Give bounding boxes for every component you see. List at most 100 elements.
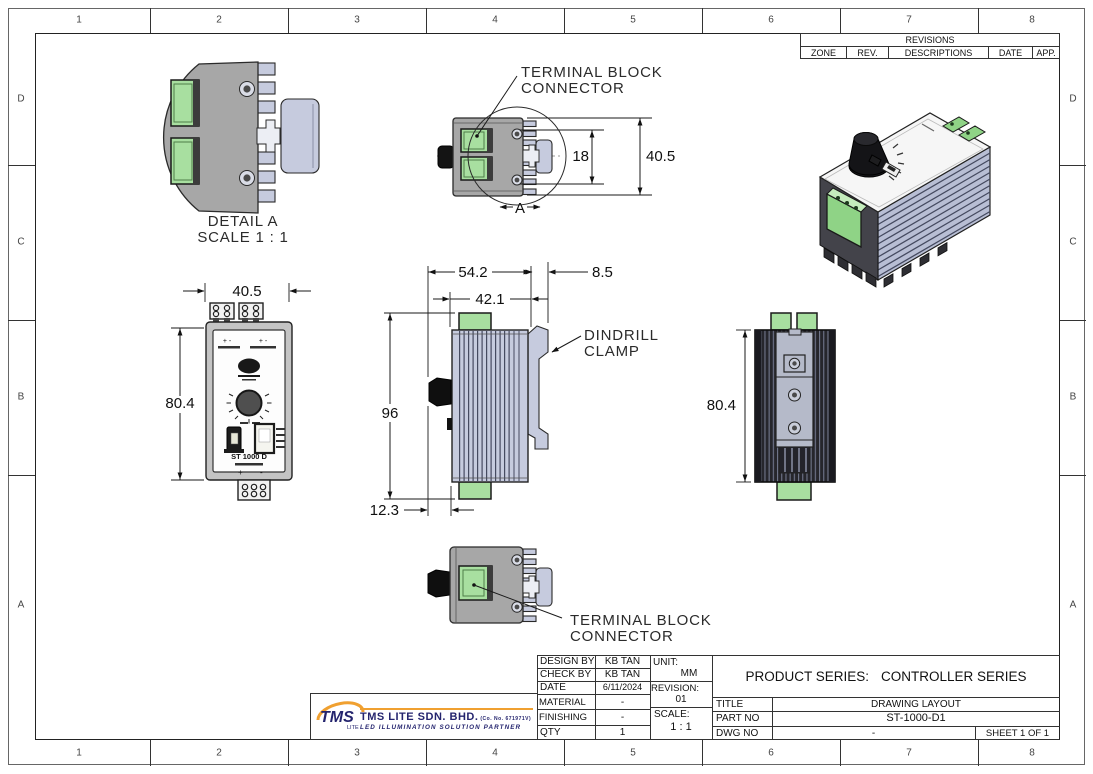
terminal-block [770,312,792,331]
zone-tick [564,740,565,766]
terminal-socket [966,131,970,135]
leader-line [551,335,582,353]
terminal-block-top [826,187,868,213]
check-by-value: KB TAN [604,669,641,680]
zone-label-top: 1 [76,14,82,26]
fin-tooth [522,615,537,623]
terminal-block-shadow [193,138,199,184]
fin-tooth [522,605,537,613]
terminal-holes [241,483,267,498]
mounting-tab [837,255,849,272]
bottom-view: TERMINAL BLOCK CONNECTOR [427,546,711,645]
panel-label [276,428,285,430]
heatsink-edge [829,330,835,482]
logo-swoosh [316,701,365,721]
dim-18: 18 [572,148,589,165]
check-by-label: CHECK BY [540,669,592,680]
zone-label-bottom: 8 [1029,747,1035,759]
unit-label: UNIT: [653,657,678,668]
zone-label-left: C [17,236,25,248]
scale-label: SCALE: [654,709,690,720]
top-panel [818,112,992,213]
company-name-row: TMS LITE SDN. BHD.(Co. No. 671971V) [360,711,531,723]
fin-tooth [522,567,537,575]
din-clamp [280,98,320,174]
dim-40-5-front: 40.5 [232,283,261,300]
terminal-block-shadow [487,157,492,180]
clamp-cross-slot [522,144,540,168]
revisions-title: REVISIONS [801,34,1059,47]
revision-value: 01 [675,694,687,705]
fin-tooth [522,548,537,556]
revisions-col-date: DATE [989,47,1033,59]
terminal-block-inner [463,159,485,178]
zone-tick [426,8,427,33]
terminal-socket [845,201,849,205]
terminal-block-inner [173,83,193,123]
fin-tooth [522,558,537,566]
terminal-holes [212,304,260,318]
detail-a-scale: SCALE 1 : 1 [197,229,288,246]
zone-tick [150,740,151,766]
knob [235,389,263,417]
top-panel-inner [824,118,984,208]
terminal-block-shadow [193,80,199,126]
zone-tick [1060,475,1086,476]
zone-label-top: 8 [1029,14,1035,26]
zone-label-right: A [1069,599,1077,611]
terminal-pin [213,318,219,323]
clamp-feature [783,354,806,373]
side-nub [447,418,452,430]
finishing-value: - [620,712,625,723]
slide-switch-inner [258,428,271,443]
part-no-value: ST-1000-D1 [886,712,946,724]
finishing-label: FINISHING [539,712,588,723]
leader-line [476,75,518,137]
mounting-tab [883,273,894,288]
brand-logo-underline [238,375,260,377]
design-by-label: DESIGN BY [540,656,595,667]
logo-brand: TMS [320,709,354,726]
terminal-pin [224,318,230,323]
model-label: ST 1000 D [231,452,267,461]
terminal-block [458,312,492,331]
qty-label: QTY [540,727,561,738]
fin-tooth [256,170,276,184]
screw-center [514,131,520,137]
panel-label [250,346,276,349]
company-tagline: LED ILLUMINATION SOLUTION PARTNER [360,724,522,731]
zone-tick [8,320,35,321]
dim-40-5-top: 40.5 [646,148,675,165]
clamp-lower [778,446,811,474]
dim-96: 96 [382,405,399,422]
dindrill-clamp-callout: CLAMP [584,343,640,360]
knob [427,569,451,598]
knob [437,145,455,169]
rear-view: 80.4 [707,312,836,501]
sheet-number: SHEET 1 OF 1 [985,728,1050,739]
revisions-table: REVISIONS ZONE REV. DESCRIPTIONS DATE AP… [800,33,1060,59]
part-no-label: PART NO [716,713,760,724]
detail-a-view: DETAIL A SCALE 1 : 1 [163,61,320,246]
panel-label [276,446,285,448]
dim-80-4-rear: 80.4 [707,397,736,414]
zone-tick [8,165,35,166]
zone-label-bottom: 5 [630,747,636,759]
company-name: TMS LITE SDN. BHD. [360,711,479,723]
terminal-block [796,312,818,331]
zone-label-top: 4 [492,14,498,26]
leader-dot [475,134,479,138]
terminal-block-callout: CONNECTOR [570,628,674,645]
clamp-tab [788,328,802,336]
material-value: - [620,697,625,708]
zone-tick [150,8,151,33]
mounting-tab [937,241,948,257]
mounting-tab [919,252,930,267]
screw-center [792,361,797,366]
zone-label-bottom: 2 [216,747,222,759]
zone-label-bottom: 6 [768,747,774,759]
revisions-col-descriptions: DESCRIPTIONS [889,47,989,59]
toggle-switch [868,154,882,167]
mounting-tab [851,263,863,280]
